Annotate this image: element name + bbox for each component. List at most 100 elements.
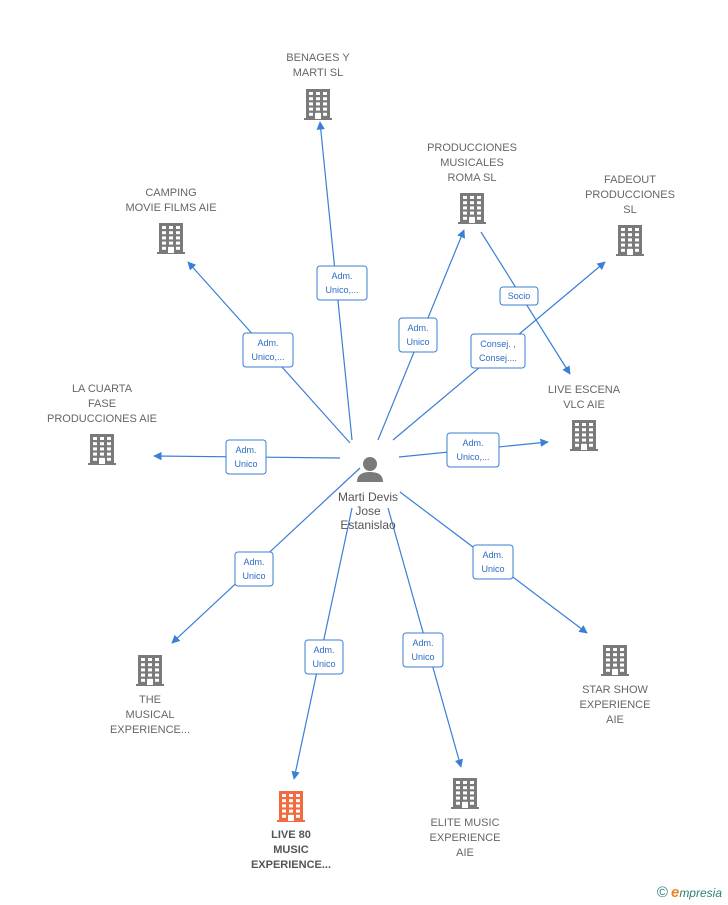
company-name[interactable]: LIVE 80 [271,829,311,841]
company-name[interactable]: LA CUARTA [72,383,133,395]
company-name[interactable]: EXPERIENCE [430,832,501,844]
person-name[interactable]: Marti Devis [338,490,398,504]
person-name[interactable]: Estanislao [340,518,396,532]
role-label: Socio [508,291,531,301]
role-label: Consej.... [479,353,517,363]
company-name[interactable]: EXPERIENCE... [110,724,190,736]
company-node[interactable]: LIVE 80 MUSIC EXPERIENCE... [251,791,331,871]
role-badge[interactable] [234,551,274,587]
person-name[interactable]: Jose [355,504,381,518]
relationship-edge[interactable]: Consej. , Consej.... [392,261,606,441]
company-name[interactable]: THE [139,694,161,706]
relationship-edge[interactable]: Adm. Unico [399,491,588,634]
company-name[interactable]: LIVE ESCENA [548,384,621,396]
relationship-edge[interactable]: Adm. Unico,... [187,261,351,444]
building-icon [458,193,486,224]
company-name[interactable]: CAMPING [145,187,196,199]
role-badge[interactable] [242,332,294,368]
company-node[interactable]: CAMPING MOVIE FILMS AIE [125,187,217,254]
role-label: Adm. [257,338,278,348]
company-name[interactable]: ELITE MUSIC [430,817,499,829]
role-label: Unico,... [325,285,358,295]
company-name[interactable]: MUSICAL [126,709,175,721]
role-label: Adm. [407,323,428,333]
company-name[interactable]: MUSIC [273,844,309,856]
role-badge[interactable] [225,439,267,475]
company-node[interactable]: PRODUCCIONES MUSICALES ROMA SL [427,142,517,224]
role-badge[interactable] [304,639,344,675]
building-icon [157,223,185,254]
company-node[interactable]: THE MUSICAL EXPERIENCE... [110,655,190,736]
company-node[interactable]: FADEOUT PRODUCCIONES SL [585,174,675,256]
building-icon [451,778,479,809]
role-label: Adm. [412,638,433,648]
empresia-brand: ©empresia [657,884,722,901]
role-badge[interactable] [402,632,444,668]
relationship-edge[interactable]: Adm. Unico [171,467,361,644]
relationship-edge[interactable]: Adm. Unico [377,229,466,441]
company-name[interactable]: BENAGES Y [286,52,350,64]
role-label: Unico [312,659,335,669]
company-name[interactable]: FASE [88,398,116,410]
company-name[interactable]: AIE [456,847,474,859]
company-node[interactable]: STAR SHOW EXPERIENCE AIE [580,645,651,726]
company-node[interactable]: LA CUARTA FASE PRODUCCIONES AIE [47,383,157,465]
role-label: Unico [234,459,257,469]
brand-initial: e [670,884,680,901]
company-node[interactable]: BENAGES Y MARTI SL [286,52,350,120]
relationship-edge[interactable]: Adm. Unico [387,507,463,768]
role-label: Unico,... [251,352,284,362]
role-badge[interactable] [499,286,539,306]
building-icon [570,420,598,451]
company-name[interactable]: FADEOUT [604,174,656,186]
company-name[interactable]: AIE [606,714,624,726]
role-label: Adm. [313,645,334,655]
relationship-edge[interactable]: Adm. Unico,... [398,432,549,468]
role-label: Consej. , [480,339,516,349]
company-name[interactable]: PRODUCCIONES AIE [47,413,157,425]
building-icon [616,225,644,256]
company-name[interactable]: SL [623,204,636,216]
relationship-edge[interactable]: Adm. Unico [153,439,341,475]
building-icon [136,655,164,686]
company-name[interactable]: PRODUCCIONES [427,142,517,154]
role-badge[interactable] [398,317,438,353]
role-label: Unico [242,571,265,581]
role-badge[interactable] [470,333,526,369]
role-label: Adm. [235,445,256,455]
building-icon [277,791,305,822]
company-name[interactable]: MUSICALES [440,157,504,169]
company-name[interactable]: VLC AIE [563,399,605,411]
role-label: Adm. [331,271,352,281]
role-label: Adm. [482,550,503,560]
role-label: Unico [481,564,504,574]
person-icon [357,457,383,482]
company-name[interactable]: STAR SHOW [582,684,648,696]
company-name[interactable]: EXPERIENCE... [251,859,331,871]
company-node[interactable]: ELITE MUSIC EXPERIENCE AIE [430,778,501,859]
building-icon [304,89,332,120]
brand-name: mpresia [679,886,722,900]
role-label: Unico,... [456,452,489,462]
company-name[interactable]: EXPERIENCE [580,699,651,711]
role-label: Adm. [462,438,483,448]
company-name[interactable]: PRODUCCIONES [585,189,675,201]
role-label: Unico [411,652,434,662]
building-icon [601,645,629,676]
role-badge[interactable] [446,432,500,468]
relationship-edge[interactable]: Socio [480,231,571,375]
relationship-edge[interactable]: Adm. Unico,... [316,121,368,441]
company-name[interactable]: MOVIE FILMS AIE [125,202,216,214]
role-label: Unico [406,337,429,347]
role-label: Adm. [243,557,264,567]
company-name[interactable]: ROMA SL [448,172,497,184]
role-badge[interactable] [472,544,514,580]
company-name[interactable]: MARTI SL [293,67,344,79]
company-node[interactable]: LIVE ESCENA VLC AIE [548,384,621,451]
building-icon [88,434,116,465]
relationship-edge[interactable]: Adm. Unico [291,507,353,780]
copyright-icon: © [656,884,668,901]
role-badge[interactable] [316,265,368,301]
